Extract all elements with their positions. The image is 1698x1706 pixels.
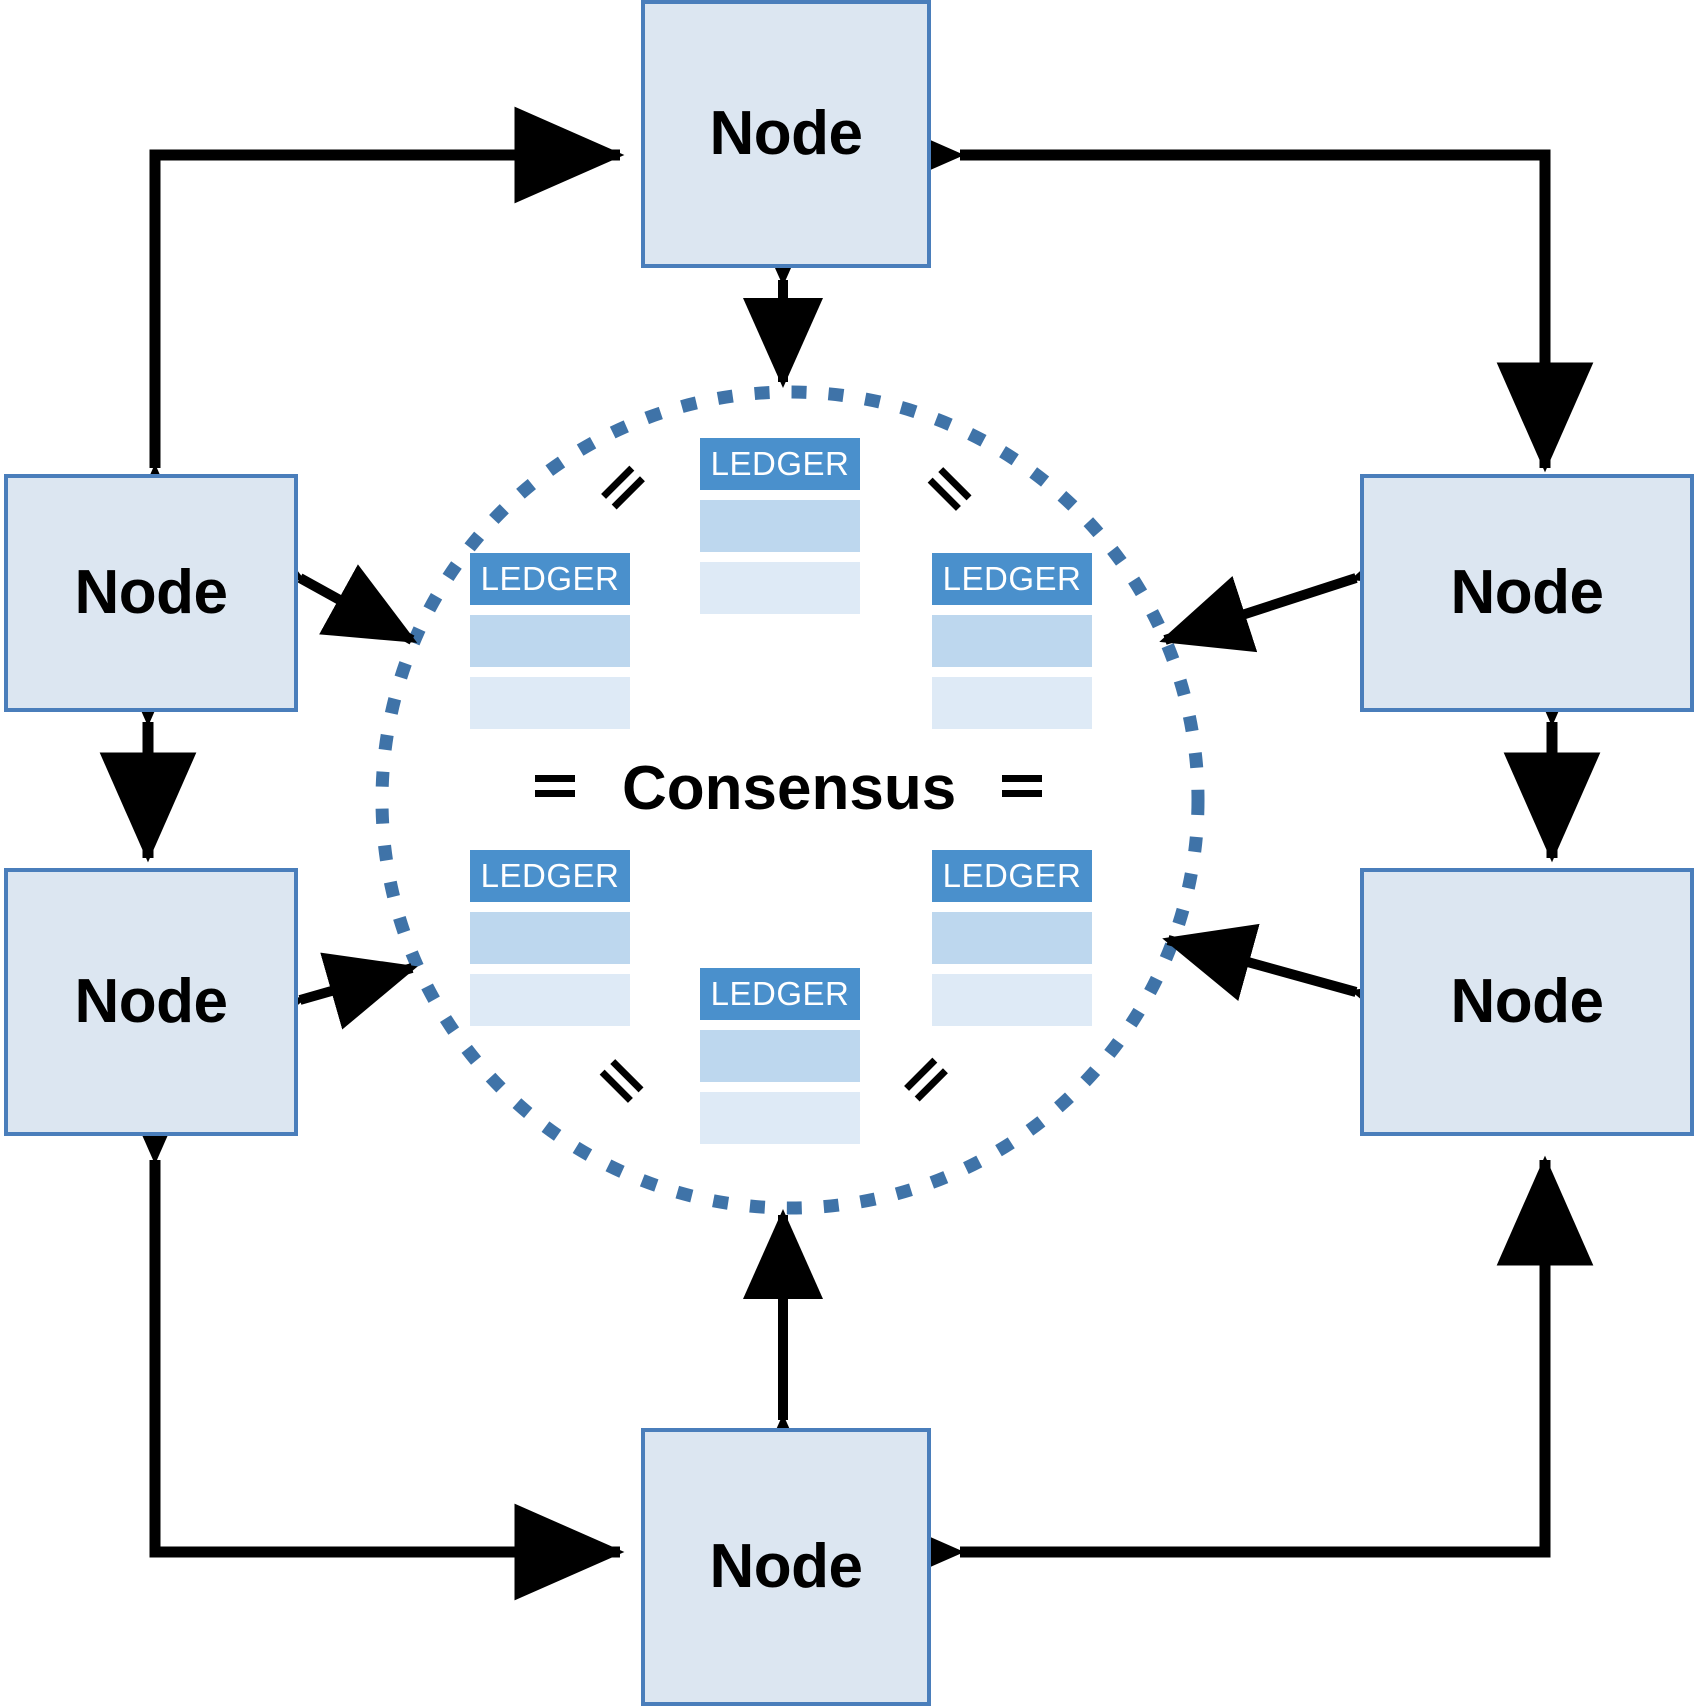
ledger-right-lower[interactable]: LEDGER [932, 850, 1092, 1026]
node-bottom[interactable]: Node [641, 1428, 931, 1706]
ledger-top-bar-primary [700, 500, 860, 552]
ledger-bottom-header: LEDGER [700, 968, 860, 1020]
ledger-bottom-bar-secondary [700, 1092, 860, 1144]
ledger-top-bar-secondary [700, 562, 860, 614]
connector-leftlower-node-to-circle [208, 952, 418, 1062]
ledger-top[interactable]: LEDGER [700, 438, 860, 614]
node-top-label: Node [709, 99, 864, 168]
ledger-right-upper-bar-secondary [932, 677, 1092, 729]
node-left-upper[interactable]: Node [4, 474, 298, 712]
equals-bottom-right-icon [896, 1051, 955, 1110]
ledger-right-lower-header: LEDGER [932, 850, 1092, 902]
ledger-left-upper-bar-secondary [470, 677, 630, 729]
node-right-upper[interactable]: Node [1360, 474, 1694, 712]
connector-bottomleft-elbow [106, 1054, 625, 1601]
node-bottom-label: Node [709, 1532, 864, 1601]
node-right-lower[interactable]: Node [1360, 868, 1694, 1136]
consensus-label: Consensus [622, 754, 957, 823]
equals-mid-left-icon [533, 766, 575, 808]
ledger-left-lower-bar-primary [470, 912, 630, 964]
ledger-left-lower-bar-secondary [470, 974, 630, 1026]
node-left-lower-label: Node [74, 967, 229, 1036]
connector-rightlower-node-to-circle [1162, 923, 1448, 1053]
equals-mid-right-icon [1000, 766, 1042, 808]
connector-topright-elbow [854, 106, 1594, 473]
node-left-lower[interactable]: Node [4, 868, 298, 1136]
ledger-right-lower-bar-secondary [932, 974, 1092, 1026]
ledger-top-header: LEDGER [700, 438, 860, 490]
node-top[interactable]: Node [641, 0, 931, 268]
connector-bottomright-elbow [854, 1155, 1594, 1601]
ledger-right-upper[interactable]: LEDGER [932, 553, 1092, 729]
ledger-left-upper-bar-primary [470, 615, 630, 667]
ledger-right-lower-bar-primary [932, 912, 1092, 964]
connector-rightupper-node-to-circle [1159, 514, 1449, 653]
ledger-right-upper-header: LEDGER [932, 553, 1092, 605]
node-right-lower-label: Node [1450, 967, 1605, 1036]
ledger-left-upper-header: LEDGER [470, 553, 630, 605]
connector-leftupper-node-to-circle [207, 502, 418, 645]
ledger-left-lower[interactable]: LEDGER [470, 850, 630, 1026]
equals-top-right-icon [921, 459, 980, 518]
ledger-bottom-bar-primary [700, 1030, 860, 1082]
ledger-left-upper[interactable]: LEDGER [470, 553, 630, 729]
node-left-upper-label: Node [74, 558, 229, 627]
connector-topleft-elbow [106, 106, 625, 574]
equals-top-left-icon [593, 459, 652, 518]
equals-bottom-left-icon [593, 1051, 652, 1110]
node-right-upper-label: Node [1450, 558, 1605, 627]
ledger-left-lower-header: LEDGER [470, 850, 630, 902]
ledger-right-upper-bar-primary [932, 615, 1092, 667]
ledger-bottom[interactable]: LEDGER [700, 968, 860, 1144]
